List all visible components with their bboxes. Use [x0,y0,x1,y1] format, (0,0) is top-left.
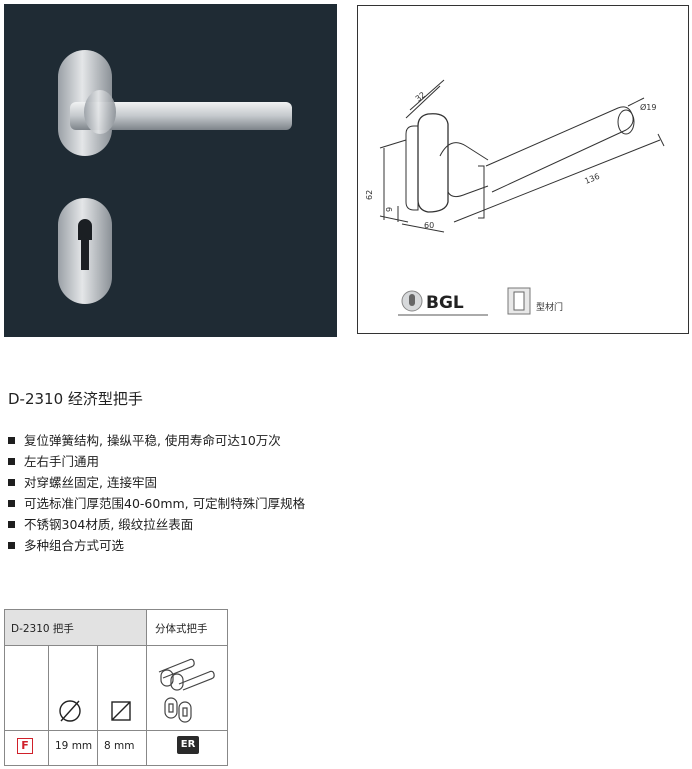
er-badge: ER [177,736,199,754]
dim-9-label: 9 [385,207,394,212]
round-diameter-icon [59,700,81,722]
square-value: 8 mm [104,740,135,752]
lever-bar [70,102,292,130]
split-handle-thumbnail [158,658,215,723]
feature-list: 复位弹簧结构, 操纵平稳, 使用寿命可达10万次 左右手门通用 对穿螺丝固定, … [8,430,305,556]
product-photo [4,4,337,337]
round-value: 19 mm [55,740,93,752]
keyhole-icon [78,219,92,270]
list-item: 左右手门通用 [8,451,305,472]
bullet-icon [8,458,15,465]
bullet-icon [8,542,15,549]
square-spindle-icon [111,701,131,721]
bgl-brand-text: BGL [426,293,464,313]
dimension-drawing: 32 Ø19 62 9 60 136 BGL 型材门 [365,79,665,316]
bullet-icon [8,521,15,528]
list-item: 复位弹簧结构, 操纵平稳, 使用寿命可达10万次 [8,430,305,451]
dim-62-label: 62 [365,190,374,200]
list-item: 多种组合方式可选 [8,535,305,556]
bullet-icon [8,500,15,507]
dim-136-label: 136 [583,172,601,186]
bullet-icon [8,437,15,444]
spec-header-right-label: 分体式把手 [155,623,208,635]
spec-header-left-label: D-2310 把手 [11,623,74,635]
dim-60-label: 60 [424,221,434,230]
profile-door-label: 型材门 [536,301,563,313]
spec-header-left: D-2310 把手 [5,610,147,646]
profile-door-icon [507,287,531,315]
list-item: 对穿螺丝固定, 连接牢固 [8,472,305,493]
fire-rated-badge: F [17,738,33,754]
bullet-icon [8,479,15,486]
bgl-logo: BGL [398,290,488,316]
dim-32-label: 32 [414,90,428,103]
technical-drawing: 32 Ø19 62 9 60 136 BGL 型材门 [357,5,689,334]
spec-header-right: 分体式把手 [147,610,227,646]
list-item: 可选标准门厚范围40-60mm, 可定制特殊门厚规格 [8,493,305,514]
dim-19-label: Ø19 [640,102,656,112]
list-item: 不锈钢304材质, 缎纹拉丝表面 [8,514,305,535]
spec-table: D-2310 把手 分体式把手 F 19 mm 8 mm ER [4,609,228,766]
handle-photo-illustration [58,50,292,304]
product-title: D-2310 经济型把手 [8,390,143,408]
